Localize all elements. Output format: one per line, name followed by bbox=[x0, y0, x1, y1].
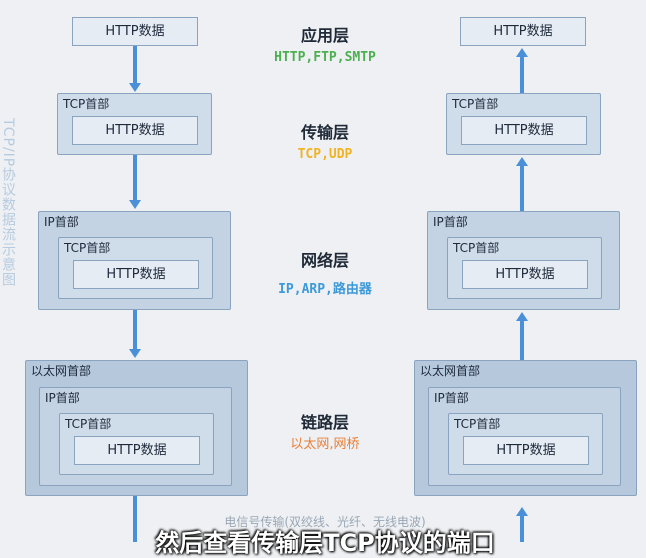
layer-network-name: 网络层 bbox=[300, 251, 349, 270]
tcp-box: TCP首部 HTTP数据 bbox=[448, 413, 603, 475]
physical-medium-note: 电信号传输(双绞线、光纤、无线电波) bbox=[224, 515, 426, 529]
tcp-header-label: TCP首部 bbox=[454, 417, 501, 431]
right-transport-tcp-box: TCP首部 HTTP数据 bbox=[446, 93, 601, 155]
tcp-header-label: TCP首部 bbox=[452, 97, 499, 111]
http-data: HTTP数据 bbox=[72, 116, 198, 145]
video-subtitle: 然后查看传输层TCP协议的端口 bbox=[155, 529, 495, 557]
right-network-ip-box: IP首部 TCP首部 HTTP数据 bbox=[427, 211, 620, 310]
left-app-http-data: HTTP数据 bbox=[72, 17, 198, 46]
http-data: HTTP数据 bbox=[462, 260, 588, 289]
tcp-box: TCP首部 HTTP数据 bbox=[59, 413, 214, 475]
ip-header-label: IP首部 bbox=[434, 391, 469, 405]
ip-header-label: IP首部 bbox=[45, 391, 80, 405]
layer-application-name: 应用层 bbox=[300, 26, 349, 45]
http-data: HTTP数据 bbox=[461, 116, 587, 145]
left-link-ethernet-box: 以太网首部 IP首部 TCP首部 HTTP数据 bbox=[25, 360, 248, 496]
tcp-box: TCP首部 HTTP数据 bbox=[58, 237, 213, 299]
left-transport-tcp-box: TCP首部 HTTP数据 bbox=[57, 93, 212, 155]
tcp-header-label: TCP首部 bbox=[64, 241, 111, 255]
ethernet-header-label: 以太网首部 bbox=[31, 364, 92, 378]
ip-header-label: IP首部 bbox=[44, 215, 79, 229]
tcp-header-label: TCP首部 bbox=[453, 241, 500, 255]
http-data: HTTP数据 bbox=[73, 260, 199, 289]
layer-link-name: 链路层 bbox=[300, 413, 349, 432]
layer-network-protocols: IP,ARP,路由器 bbox=[278, 282, 372, 297]
layer-transport-name: 传输层 bbox=[300, 123, 349, 142]
right-link-ethernet-box: 以太网首部 IP首部 TCP首部 HTTP数据 bbox=[414, 360, 637, 496]
right-app-http-data: HTTP数据 bbox=[460, 17, 586, 46]
tcpip-flow-diagram: TCP/IP协议数据流示意图 HTTP数据 TCP首部 HTTP数据 IP首部 … bbox=[0, 17, 637, 557]
tcp-header-label: TCP首部 bbox=[65, 417, 112, 431]
vertical-title: TCP/IP协议数据流示意图 bbox=[0, 118, 16, 288]
ip-box: IP首部 TCP首部 HTTP数据 bbox=[428, 387, 621, 486]
layer-link-protocols: 以太网,网桥 bbox=[290, 437, 360, 452]
left-network-ip-box: IP首部 TCP首部 HTTP数据 bbox=[38, 211, 231, 310]
http-data: HTTP数据 bbox=[74, 436, 200, 465]
http-data: HTTP数据 bbox=[463, 436, 589, 465]
layer-transport-protocols: TCP,UDP bbox=[297, 147, 353, 162]
ethernet-header-label: 以太网首部 bbox=[420, 364, 481, 378]
ip-box: IP首部 TCP首部 HTTP数据 bbox=[39, 387, 232, 486]
ip-header-label: IP首部 bbox=[433, 215, 468, 229]
layer-application-protocols: HTTP,FTP,SMTP bbox=[274, 50, 376, 65]
tcp-box: TCP首部 HTTP数据 bbox=[447, 237, 602, 299]
tcp-header-label: TCP首部 bbox=[63, 97, 110, 111]
